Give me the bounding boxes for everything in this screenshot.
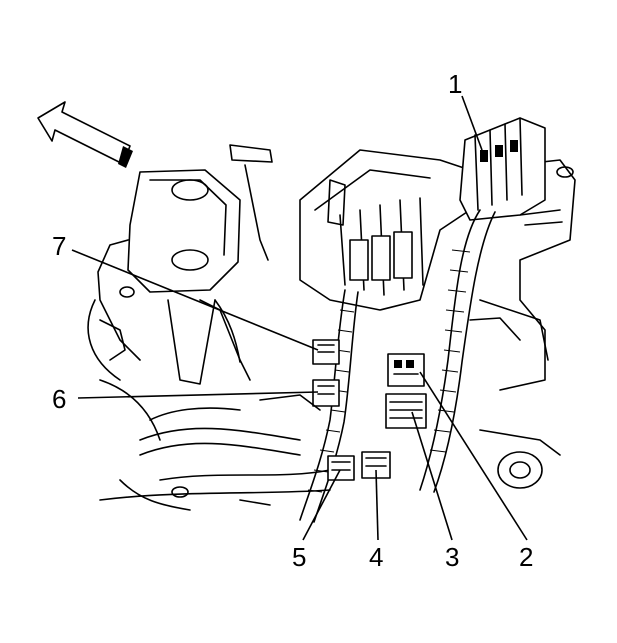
connector-3 <box>385 393 427 429</box>
callout-3: 3 <box>445 542 459 572</box>
right-bracket <box>469 159 576 489</box>
callout-7: 7 <box>52 231 66 261</box>
leader-2 <box>419 371 528 541</box>
leader-7 <box>71 249 319 351</box>
callout-4: 4 <box>369 542 383 572</box>
connector-6 <box>312 379 340 407</box>
connector-1 <box>459 117 546 221</box>
connector-2 <box>387 353 425 387</box>
callout-6: 6 <box>52 384 66 414</box>
callout-2: 2 <box>519 542 533 572</box>
leader-3 <box>411 411 453 541</box>
leader-6 <box>77 391 319 399</box>
connector-5 <box>327 455 355 481</box>
callout-labels: 1 2 3 4 5 6 7 <box>52 69 533 572</box>
main-wire-harness <box>99 209 496 523</box>
left-bracket-assembly <box>87 144 273 385</box>
callout-1: 1 <box>448 69 462 99</box>
front-direction-arrow-icon <box>37 101 133 168</box>
central-module <box>299 149 471 311</box>
leader-5 <box>302 469 341 541</box>
leader-1 <box>461 95 483 151</box>
lower-left-structure <box>99 379 321 511</box>
leader-4 <box>375 469 379 541</box>
leader-lines <box>71 95 528 541</box>
connector-7 <box>312 339 340 365</box>
callout-5: 5 <box>292 542 306 572</box>
